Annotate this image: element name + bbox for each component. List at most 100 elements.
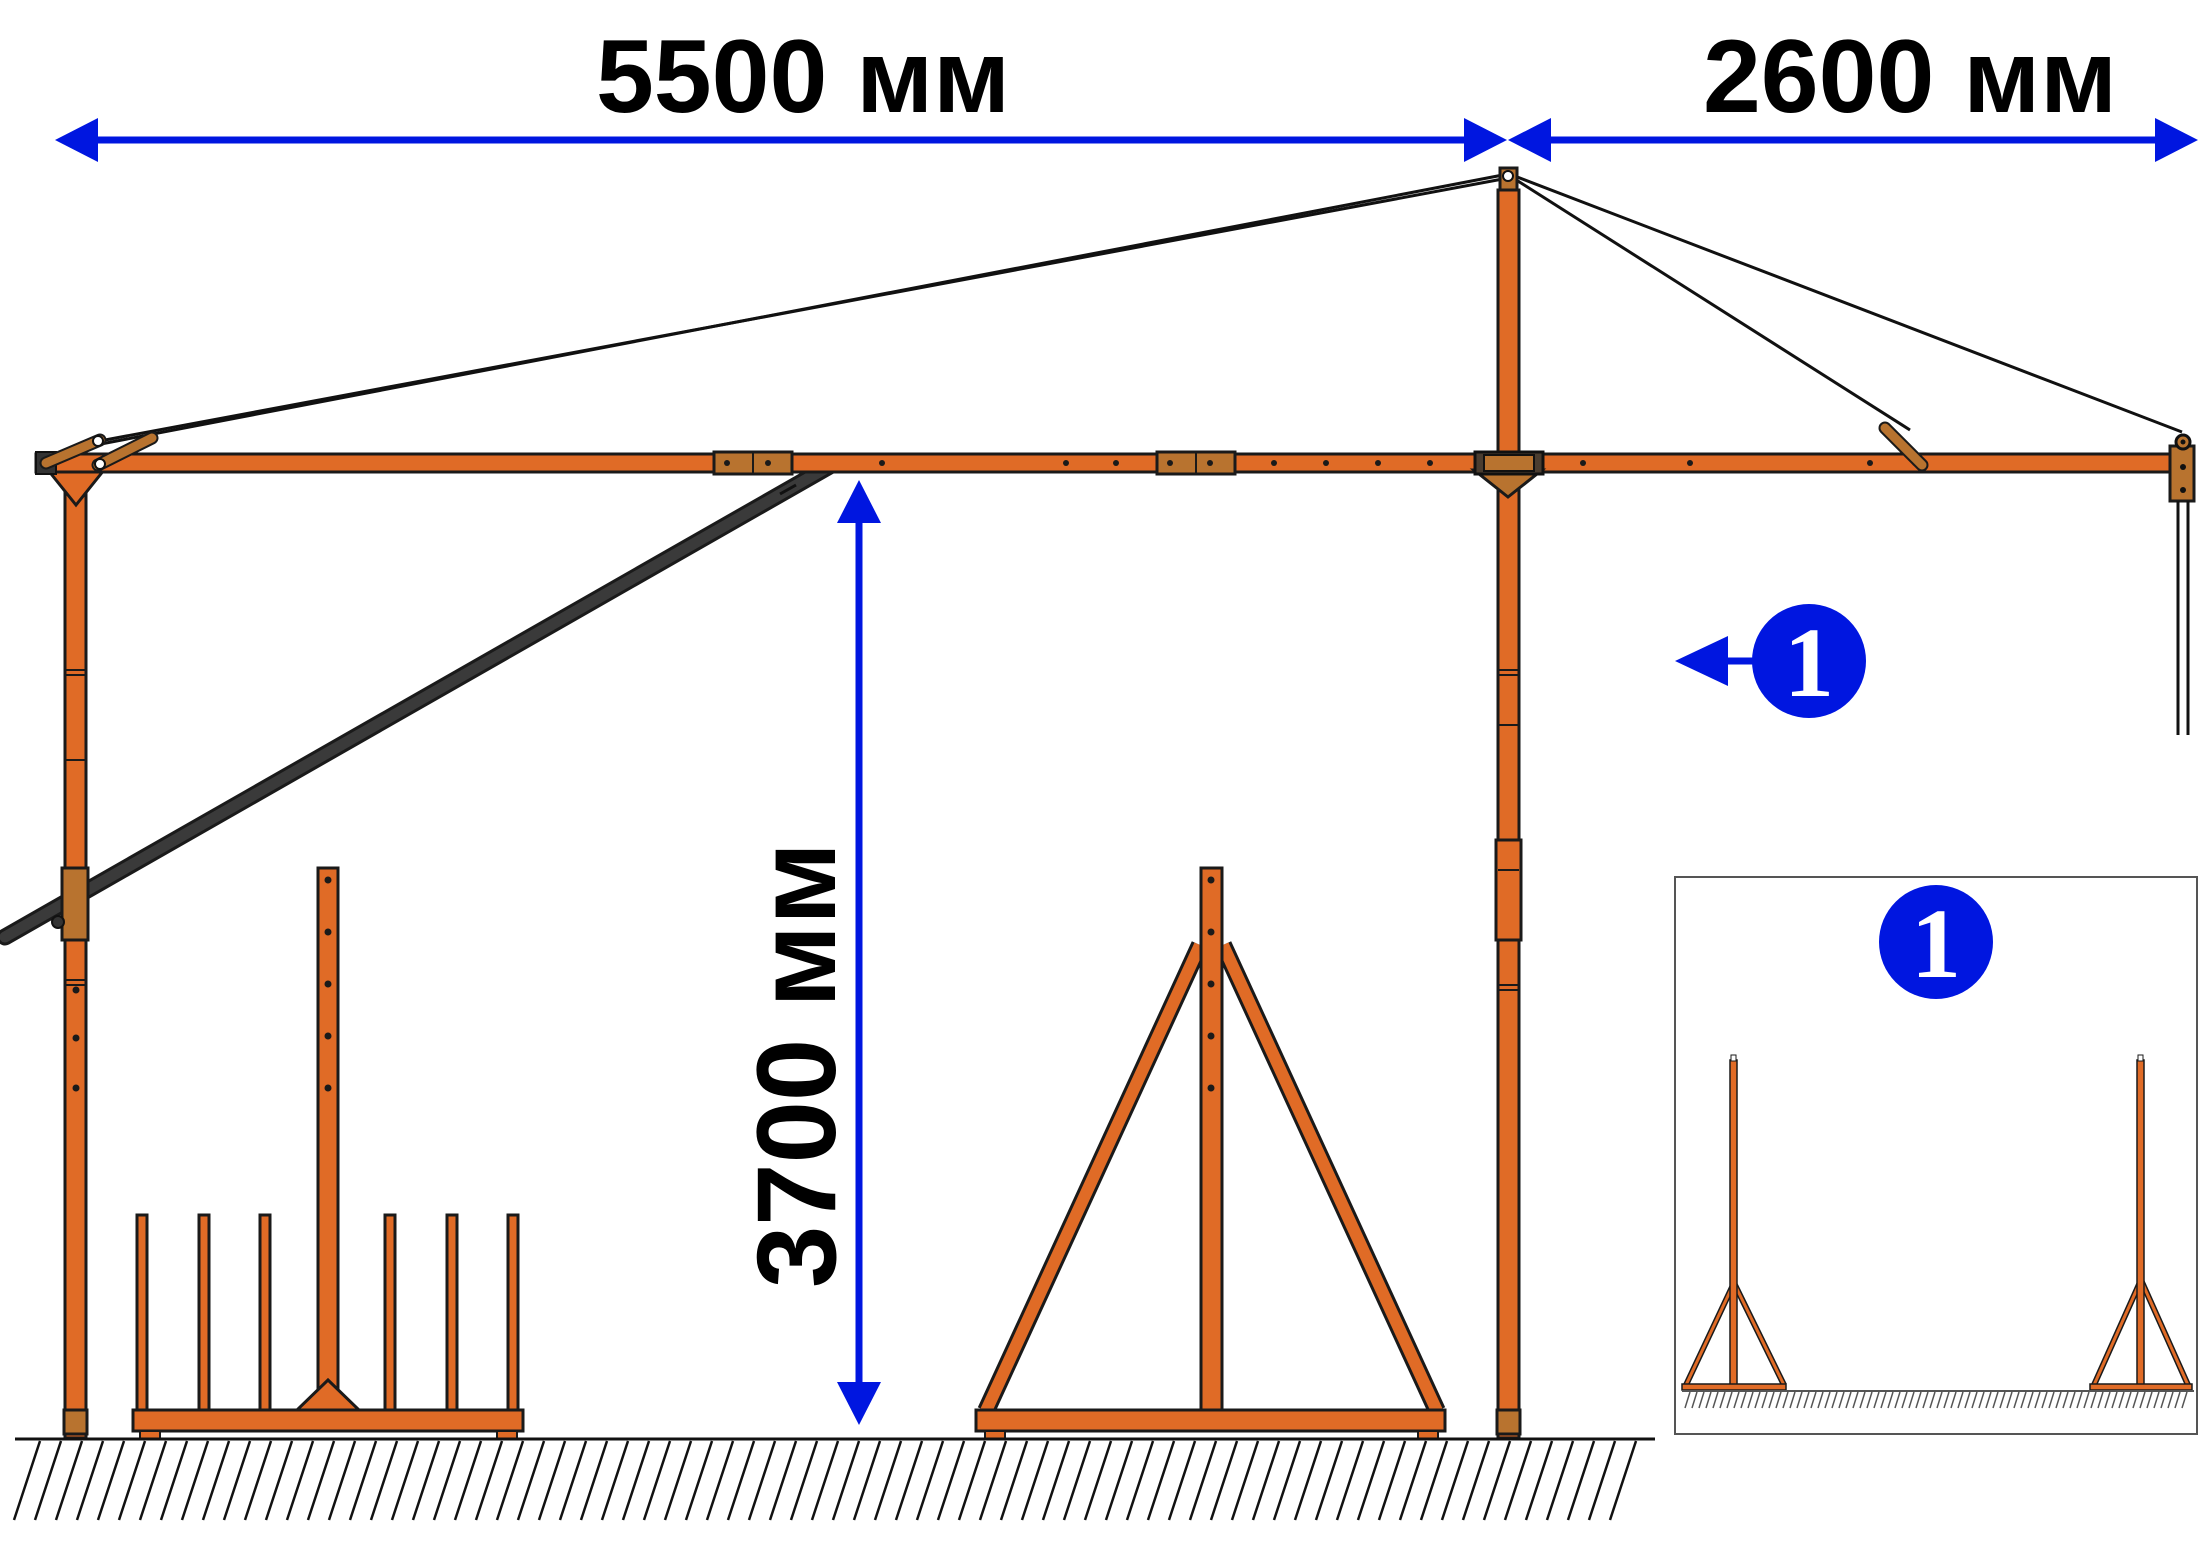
inset-ground-hatch-line [2097,1391,2104,1409]
inset-ground-hatch-line [2090,1391,2097,1409]
arrow-down-icon [837,1382,881,1425]
storage-rack [131,866,525,1440]
diagonal-strut [0,454,844,946]
ground-hatch-line [390,1440,420,1521]
ground-hatch-line [831,1440,861,1521]
ground-hatch-line [1524,1440,1554,1521]
inset-ground-hatch-line [1971,1391,1978,1409]
ground-hatch-line [1146,1440,1176,1521]
ground-hatch-line [978,1440,1008,1521]
ground-hatch-line [579,1440,609,1521]
inset-ground-hatch-line [1754,1391,1761,1409]
inset-ground-hatch-line [1957,1391,1964,1409]
inset-ground-hatch-line [1775,1391,1782,1409]
inset-ground-hatch-line [1782,1391,1789,1409]
ground-hatch-line [54,1440,84,1521]
ground-hatch-line [1440,1440,1470,1521]
inset-ground-hatch-line [1691,1391,1698,1409]
inset-ground-hatch-line [2167,1391,2174,1409]
ground-hatch-line [558,1440,588,1521]
inset-ground-hatch-line [1880,1391,1887,1409]
ground-hatch-line [1545,1440,1575,1521]
arrow-left-icon [55,118,98,162]
ground-hatch-line [915,1440,945,1521]
ground-hatch-line [726,1440,756,1521]
ground-hatch-line [243,1440,273,1521]
ground-hatch-line [411,1440,441,1521]
ground-hatch-line [348,1440,378,1521]
inset-ground-hatch-line [2006,1391,2013,1409]
ground-hatch-line [1587,1440,1617,1521]
inset-ground-hatch-line [1789,1391,1796,1409]
ground-hatch-line [1482,1440,1512,1521]
inset-ground-hatch-line [2083,1391,2090,1409]
inset-ground-hatch-line [2020,1391,2027,1409]
inset-ground-hatch-line [2027,1391,2034,1409]
inset-ground-hatch-line [1852,1391,1859,1409]
inset-ground-hatch-line [1824,1391,1831,1409]
arrow-left-icon [1675,636,1728,686]
ground-hatch-line [1104,1440,1134,1521]
inset-ground-hatch-line [1894,1391,1901,1409]
ground-hatch-line [1419,1440,1449,1521]
ground-hatch-line [1272,1440,1302,1521]
inset-ground-hatch-line [1859,1391,1866,1409]
arrow-right-icon [1464,118,1507,162]
ground-hatch-line [222,1440,252,1521]
inset-ground-hatch-line [2160,1391,2167,1409]
ground-hatch-line [1377,1440,1407,1521]
inset-ground-hatch-line [1922,1391,1929,1409]
inset-ground-hatch-line [2125,1391,2132,1409]
inset-ground-hatch-line [1866,1391,1873,1409]
ground-hatch-line [705,1440,735,1521]
inset-ground-hatch-line [1831,1391,1838,1409]
ground-hatch-line [684,1440,714,1521]
inset-ground-hatch-line [1950,1391,1957,1409]
inset-ground-hatch-line [1936,1391,1943,1409]
inset-ground-hatch-line [2076,1391,2083,1409]
ground-hatch-line [474,1440,504,1521]
counter-boom-length-label: 2600 мм [1703,19,2117,135]
ground [12,1437,1655,1521]
ground-hatch-line [1566,1440,1596,1521]
ground-hatch-line [873,1440,903,1521]
ground-hatch-line [159,1440,189,1521]
inset-ground-hatch-line [2153,1391,2160,1409]
ground-hatch-line [1335,1440,1365,1521]
right-mast [1469,166,1547,1440]
inset-ground-hatch-line [2104,1391,2111,1409]
ground-hatch-line [1461,1440,1491,1521]
inset-ground-hatch-line [1733,1391,1740,1409]
inset-ground-hatch-line [1761,1391,1768,1409]
boom-length-label: 5500 мм [596,19,1010,135]
ground-hatch-line [663,1440,693,1521]
ground-hatch-line [369,1440,399,1521]
ground-hatch-line [264,1440,294,1521]
ground-hatch-line [747,1440,777,1521]
ground-hatch-line [768,1440,798,1521]
inset-left-mast [1681,1054,1787,1391]
ground-hatch-line [1503,1440,1533,1521]
inset-ground-hatch-line [1810,1391,1817,1409]
inset-ground-hatch-line [1929,1391,1936,1409]
ground-hatch-line [432,1440,462,1521]
inset-ground-hatch-line [2118,1391,2125,1409]
inset-ground-hatch-line [1908,1391,1915,1409]
ground-hatch-line [1062,1440,1092,1521]
inset-ground-hatch-line [1838,1391,1845,1409]
ground-hatch-line [810,1440,840,1521]
inset-ground-hatch-line [1705,1391,1712,1409]
inset-ground-hatch-line [2062,1391,2069,1409]
inset-ground-hatch-line [1985,1391,1992,1409]
inset-ground-hatch-line [1698,1391,1705,1409]
ground-hatch-line [12,1440,42,1521]
inset-ground-hatch-line [1817,1391,1824,1409]
inset-marker-number: 1 [1911,888,1961,999]
ground-hatch-line [537,1440,567,1521]
inset-ground-hatch-line [2139,1391,2146,1409]
ground-hatch-line [1188,1440,1218,1521]
clear-height-label: 3700 мм [734,842,859,1288]
ground-hatch-line [621,1440,651,1521]
boom-dimension: 5500 мм [55,19,1507,162]
